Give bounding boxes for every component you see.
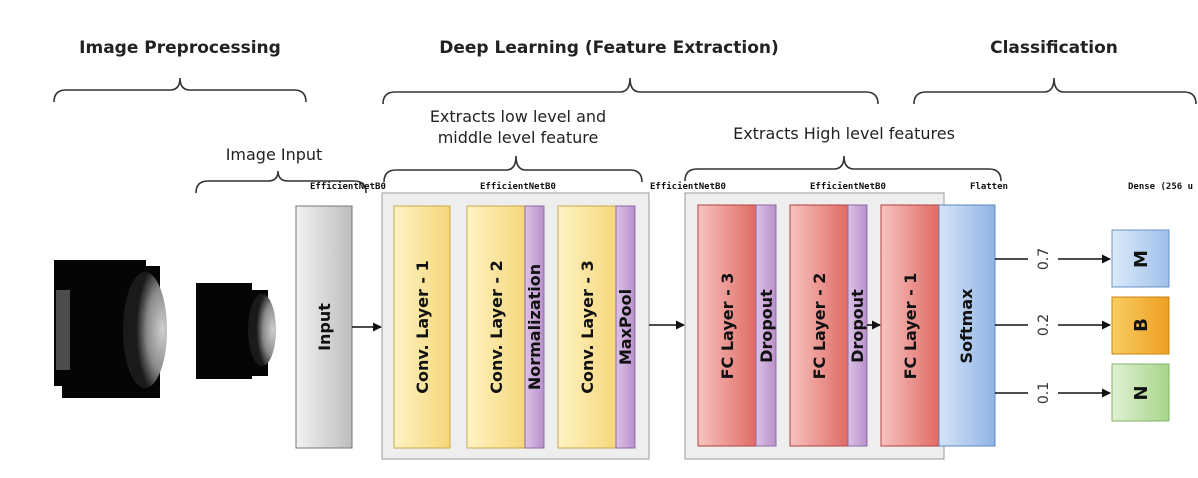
normalization-layer: Normalization	[524, 205, 545, 449]
conv-layer-2-label: Conv. Layer - 2	[487, 260, 506, 393]
efficientnet-label-2: EfficientNetB0	[480, 181, 556, 192]
efficientnet-label-1: EfficientNetB0	[310, 181, 386, 192]
conv-layer-3-label: Conv. Layer - 3	[578, 260, 597, 393]
low-mid-feature-annotation-line2: middle level feature	[438, 128, 599, 147]
conv-layer-2: Conv. Layer - 2	[466, 205, 526, 449]
deep-learning-brace	[382, 77, 879, 105]
input-layer-label: Input	[315, 303, 334, 351]
efficientnet-label-3: EfficientNetB0	[650, 181, 726, 192]
efficientnet-label-4: EfficientNetB0	[810, 181, 886, 192]
low-mid-feature-annotation-line1: Extracts low level and	[430, 107, 606, 126]
classification-brace	[913, 77, 1197, 105]
image-input-brace	[195, 170, 367, 194]
output-m-box	[1111, 229, 1170, 288]
image-input-annotation: Image Input	[226, 145, 323, 164]
output-b: 0.2 B	[995, 296, 1170, 355]
output-b-box	[1111, 296, 1170, 355]
conv-layer-1-label: Conv. Layer - 1	[413, 260, 432, 393]
fc-layer-1-label: FC Layer - 1	[901, 273, 920, 380]
input-layer: Input	[295, 205, 353, 449]
fc-layer-1: FC Layer - 1	[880, 204, 940, 447]
flatten-label: Flatten	[970, 182, 1008, 192]
output-b-probability: 0.2	[1036, 314, 1052, 336]
fc-layer-3-label: FC Layer - 3	[718, 273, 737, 380]
dropout-layer-1: Dropout	[755, 204, 777, 447]
section-title-preprocessing: Image Preprocessing	[79, 38, 281, 58]
output-n-label: N	[1131, 385, 1152, 400]
output-m: 0.7 M	[995, 229, 1170, 288]
output-n: 0.1 N	[995, 363, 1170, 422]
section-title-deep-learning: Deep Learning (Feature Extraction)	[439, 38, 779, 58]
mammogram-original-image	[54, 260, 167, 400]
dropout-layer-2: Dropout	[847, 204, 868, 447]
output-m-label: M	[1131, 250, 1152, 268]
high-level-feature-brace	[684, 155, 1002, 182]
fc-layer-2: FC Layer - 2	[789, 204, 849, 447]
high-level-feature-annotation: Extracts High level features	[733, 124, 955, 143]
output-b-label: B	[1131, 318, 1152, 332]
conv-layer-1: Conv. Layer - 1	[393, 205, 451, 449]
output-m-probability: 0.7	[1036, 248, 1052, 270]
fc-layer-3: FC Layer - 3	[697, 204, 757, 447]
dense-label: Dense (256 u	[1128, 182, 1193, 192]
dropout-layer-2-label: Dropout	[848, 289, 867, 363]
fc-layer-2-label: FC Layer - 2	[810, 273, 829, 380]
mammogram-preprocessed-image	[196, 283, 276, 379]
softmax-layer: Softmax	[938, 204, 996, 447]
maxpool-layer: MaxPool	[615, 205, 636, 449]
maxpool-layer-label: MaxPool	[616, 289, 635, 365]
normalization-layer-label: Normalization	[525, 264, 544, 390]
dropout-layer-1-label: Dropout	[757, 289, 776, 363]
conv-layer-3: Conv. Layer - 3	[557, 205, 617, 449]
softmax-layer-label: Softmax	[957, 288, 976, 364]
output-n-box	[1111, 363, 1170, 422]
low-mid-feature-brace	[383, 155, 643, 183]
output-n-probability: 0.1	[1036, 382, 1052, 404]
section-title-classification: Classification	[990, 38, 1118, 58]
preprocessing-brace	[53, 77, 307, 103]
